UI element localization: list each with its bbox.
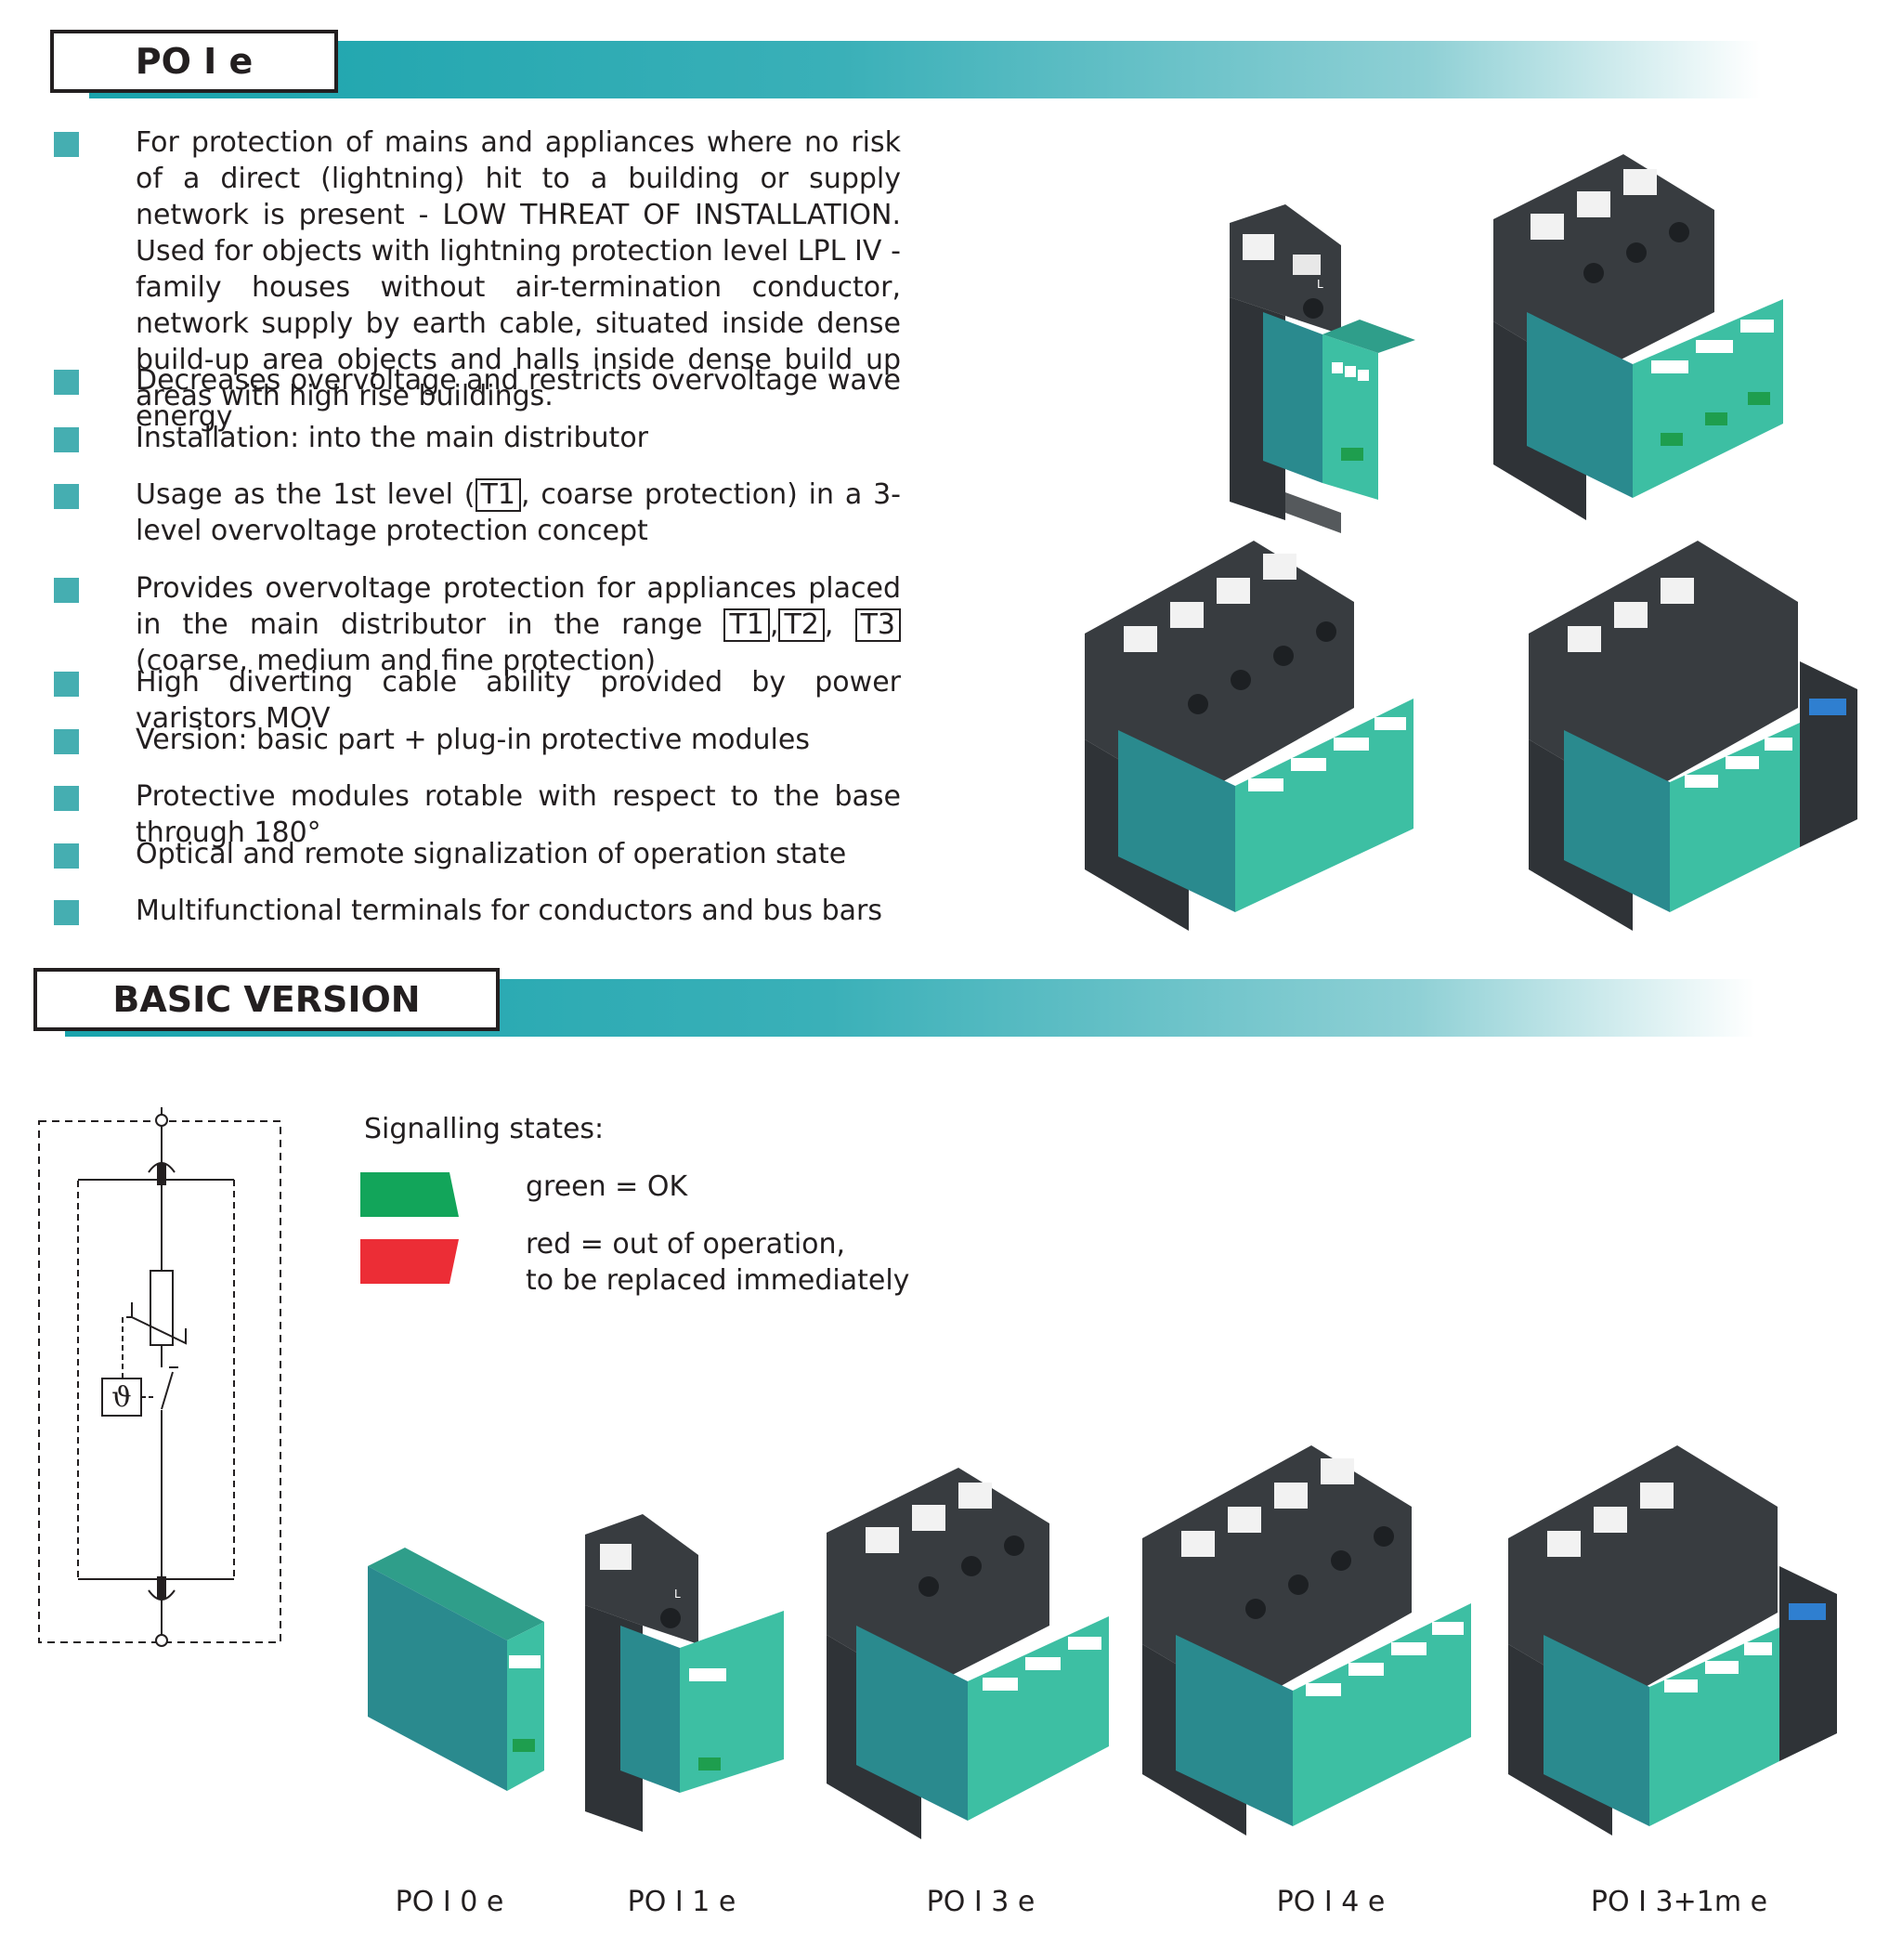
signalling-title: Signalling states: bbox=[364, 1113, 605, 1145]
bullet-square bbox=[54, 370, 79, 395]
product-illustration-4-pole-top bbox=[1085, 541, 1413, 931]
green-label: green = OK bbox=[526, 1170, 688, 1203]
tag-t2: T2 bbox=[778, 608, 825, 642]
pole-label: L bbox=[674, 1588, 681, 1601]
header-band-1 bbox=[89, 41, 1761, 98]
bullet-square bbox=[54, 672, 79, 697]
tag-t1: T1 bbox=[723, 608, 770, 642]
svg-text:ϑ: ϑ bbox=[111, 1381, 131, 1414]
red-label-line2: to be replaced immediately bbox=[526, 1264, 910, 1297]
bullet-text-9: Optical and remote signalization of oper… bbox=[136, 838, 847, 870]
product-illustration-1-pole-top: L bbox=[1230, 204, 1415, 533]
bullet-text-1: For protection of mains and appliances w… bbox=[136, 126, 901, 412]
tag-t1: T1 bbox=[475, 478, 521, 512]
bullet-text-7: Version: basic part + plug-in protective… bbox=[136, 724, 810, 756]
bullet-text-5: Provides overvoltage protection for appl… bbox=[136, 572, 901, 677]
bullet-text-6: High diverting cable ability provided by… bbox=[136, 666, 901, 735]
bullet-square bbox=[54, 786, 79, 811]
product-caption-po-i-3plus1m-e: PO I 3+1m e bbox=[1590, 1886, 1768, 1918]
bullet-text-10: Multifunctional terminals for conductors… bbox=[136, 895, 883, 927]
section-title-po-i-e: PO I e bbox=[50, 30, 338, 93]
product-illustration-3plus1-top bbox=[1529, 541, 1857, 931]
bullet-text-3: Installation: into the main distributor bbox=[136, 422, 649, 454]
bullet-square bbox=[54, 729, 79, 754]
pole-label: L bbox=[1317, 278, 1323, 291]
bullet-square bbox=[54, 132, 79, 157]
product-illustration-3-pole-top bbox=[1493, 154, 1783, 520]
product-illustration-po-i-4-e bbox=[1142, 1445, 1471, 1836]
product-caption-po-i-1-e: PO I 1 e bbox=[627, 1886, 736, 1918]
bullet-square bbox=[54, 900, 79, 925]
circuit-diagram: ϑ bbox=[38, 1107, 281, 1647]
product-caption-po-i-0-e: PO I 0 e bbox=[395, 1886, 504, 1918]
green-indicator-swatch bbox=[360, 1172, 459, 1217]
bullet-square bbox=[54, 843, 79, 869]
product-illustration-po-i-1-e: L bbox=[585, 1514, 784, 1832]
tag-t3: T3 bbox=[854, 608, 901, 642]
red-label-line1: red = out of operation, bbox=[526, 1228, 846, 1261]
bullet-text-4: Usage as the 1st level (T1, coarse prote… bbox=[136, 478, 901, 547]
product-caption-po-i-4-e: PO I 4 e bbox=[1276, 1886, 1386, 1918]
bullet-square bbox=[54, 578, 79, 603]
product-illustration-po-i-3plus1m-e bbox=[1508, 1445, 1837, 1836]
bullet-text-8: Protective modules rotable with respect … bbox=[136, 780, 901, 849]
red-indicator-swatch bbox=[360, 1239, 459, 1284]
product-illustration-po-i-3-e bbox=[827, 1468, 1109, 1839]
section-title-basic-version: BASIC VERSION bbox=[33, 968, 500, 1031]
bullet-square bbox=[54, 427, 79, 452]
product-caption-po-i-3-e: PO I 3 e bbox=[926, 1886, 1036, 1918]
bullet-text-2: Decreases overvoltage and restricts over… bbox=[136, 364, 901, 433]
product-illustration-po-i-0-e bbox=[368, 1548, 544, 1791]
bullet-square bbox=[54, 484, 79, 509]
